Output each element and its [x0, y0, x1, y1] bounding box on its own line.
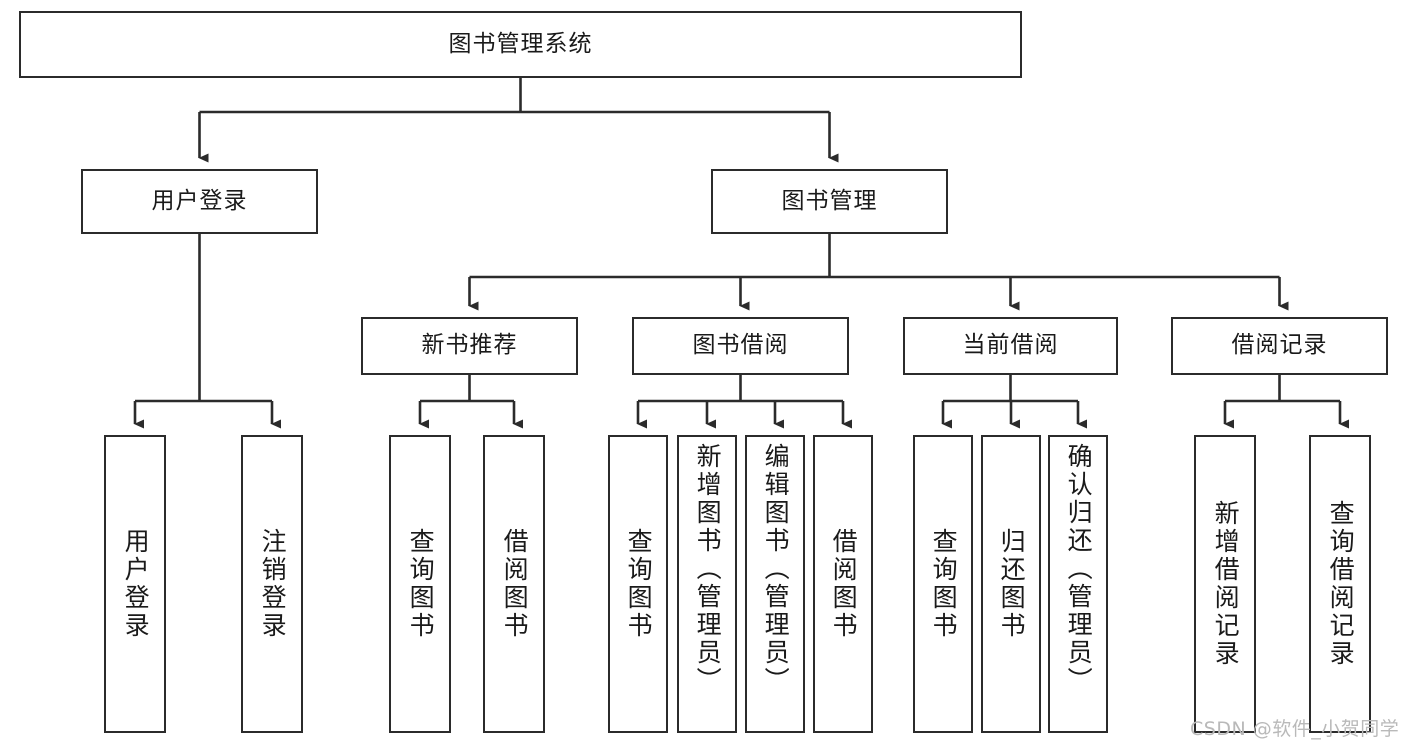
node-current-borrow[interactable]: 当前借阅 — [903, 317, 1118, 375]
node-leaf-return-book[interactable]: 归还图书 — [981, 435, 1041, 733]
node-leaf-query-book-bo[interactable]: 查询图书 — [608, 435, 668, 733]
node-leaf-logout[interactable]: 注销登录 — [241, 435, 303, 733]
node-label: 借阅记录 — [1231, 332, 1328, 359]
node-new-book-rec[interactable]: 新书推荐 — [361, 317, 578, 375]
node-label: 查询图书 — [929, 528, 959, 640]
node-label: 图书借阅 — [692, 332, 789, 359]
node-label: 编辑图书（管理员） — [761, 443, 791, 695]
node-label: 注销登录 — [258, 528, 288, 640]
node-book-borrow[interactable]: 图书借阅 — [632, 317, 849, 375]
node-label: 借阅图书 — [829, 528, 859, 640]
node-label: 归还图书 — [997, 528, 1027, 640]
node-borrow-record[interactable]: 借阅记录 — [1171, 317, 1388, 375]
node-user-login[interactable]: 用户登录 — [81, 169, 318, 234]
node-label: 用户登录 — [151, 187, 248, 214]
node-label: 新增图书（管理员） — [693, 443, 723, 695]
node-root[interactable]: 图书管理系统 — [19, 11, 1022, 78]
node-leaf-edit-book[interactable]: 编辑图书（管理员） — [745, 435, 805, 733]
node-leaf-query-record[interactable]: 查询借阅记录 — [1309, 435, 1371, 733]
node-leaf-add-book[interactable]: 新增图书（管理员） — [677, 435, 737, 733]
node-leaf-query-book-rec[interactable]: 查询图书 — [389, 435, 451, 733]
node-label: 图书管理 — [781, 187, 878, 214]
node-label: 新书推荐 — [421, 332, 518, 359]
node-label: 新增借阅记录 — [1211, 500, 1241, 668]
node-label: 查询图书 — [406, 528, 436, 640]
node-label: 查询图书 — [624, 528, 654, 640]
node-label: 借阅图书 — [500, 528, 530, 640]
node-book-manage[interactable]: 图书管理 — [711, 169, 948, 234]
node-leaf-borrow-book-rec[interactable]: 借阅图书 — [483, 435, 545, 733]
node-label: 查询借阅记录 — [1326, 500, 1356, 668]
node-leaf-user-login[interactable]: 用户登录 — [104, 435, 166, 733]
node-label: 用户登录 — [121, 528, 151, 640]
node-label: 确认归还（管理员） — [1064, 443, 1094, 695]
node-leaf-add-record[interactable]: 新增借阅记录 — [1194, 435, 1256, 733]
node-label: 当前借阅 — [962, 332, 1059, 359]
node-leaf-query-book-cur[interactable]: 查询图书 — [913, 435, 973, 733]
node-leaf-borrow-book-bo[interactable]: 借阅图书 — [813, 435, 873, 733]
node-leaf-confirm-return[interactable]: 确认归还（管理员） — [1048, 435, 1108, 733]
node-label: 图书管理系统 — [448, 30, 593, 57]
